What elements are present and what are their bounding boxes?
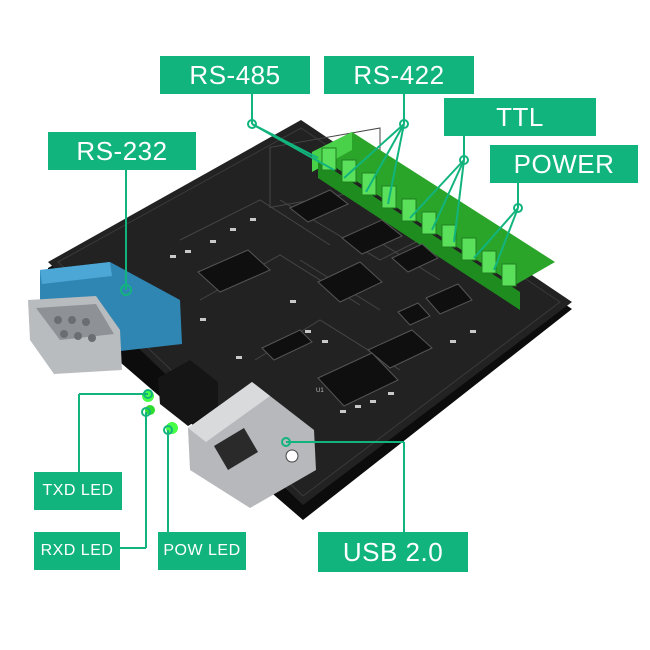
rs422-label: RS-422 [324, 56, 474, 94]
power-label: POWER [490, 145, 638, 183]
terminal-block [312, 132, 555, 310]
chip-label: U1 [316, 388, 324, 394]
usb-port [188, 382, 316, 508]
rs232-label: RS-232 [48, 132, 196, 170]
usb-label: USB 2.0 [318, 532, 468, 572]
smd-components [170, 218, 476, 413]
txd-led-label: TXD LED [34, 472, 122, 510]
db9-connector [28, 262, 182, 374]
chips [197, 189, 473, 407]
rxd-led-label: RXD LED [34, 532, 120, 570]
pow-led-label: POW LED [158, 532, 246, 570]
rs485-label: RS-485 [160, 56, 310, 94]
barrel-jack [158, 360, 218, 426]
ttl-label: TTL [444, 98, 596, 136]
leader-lines [78, 94, 523, 549]
